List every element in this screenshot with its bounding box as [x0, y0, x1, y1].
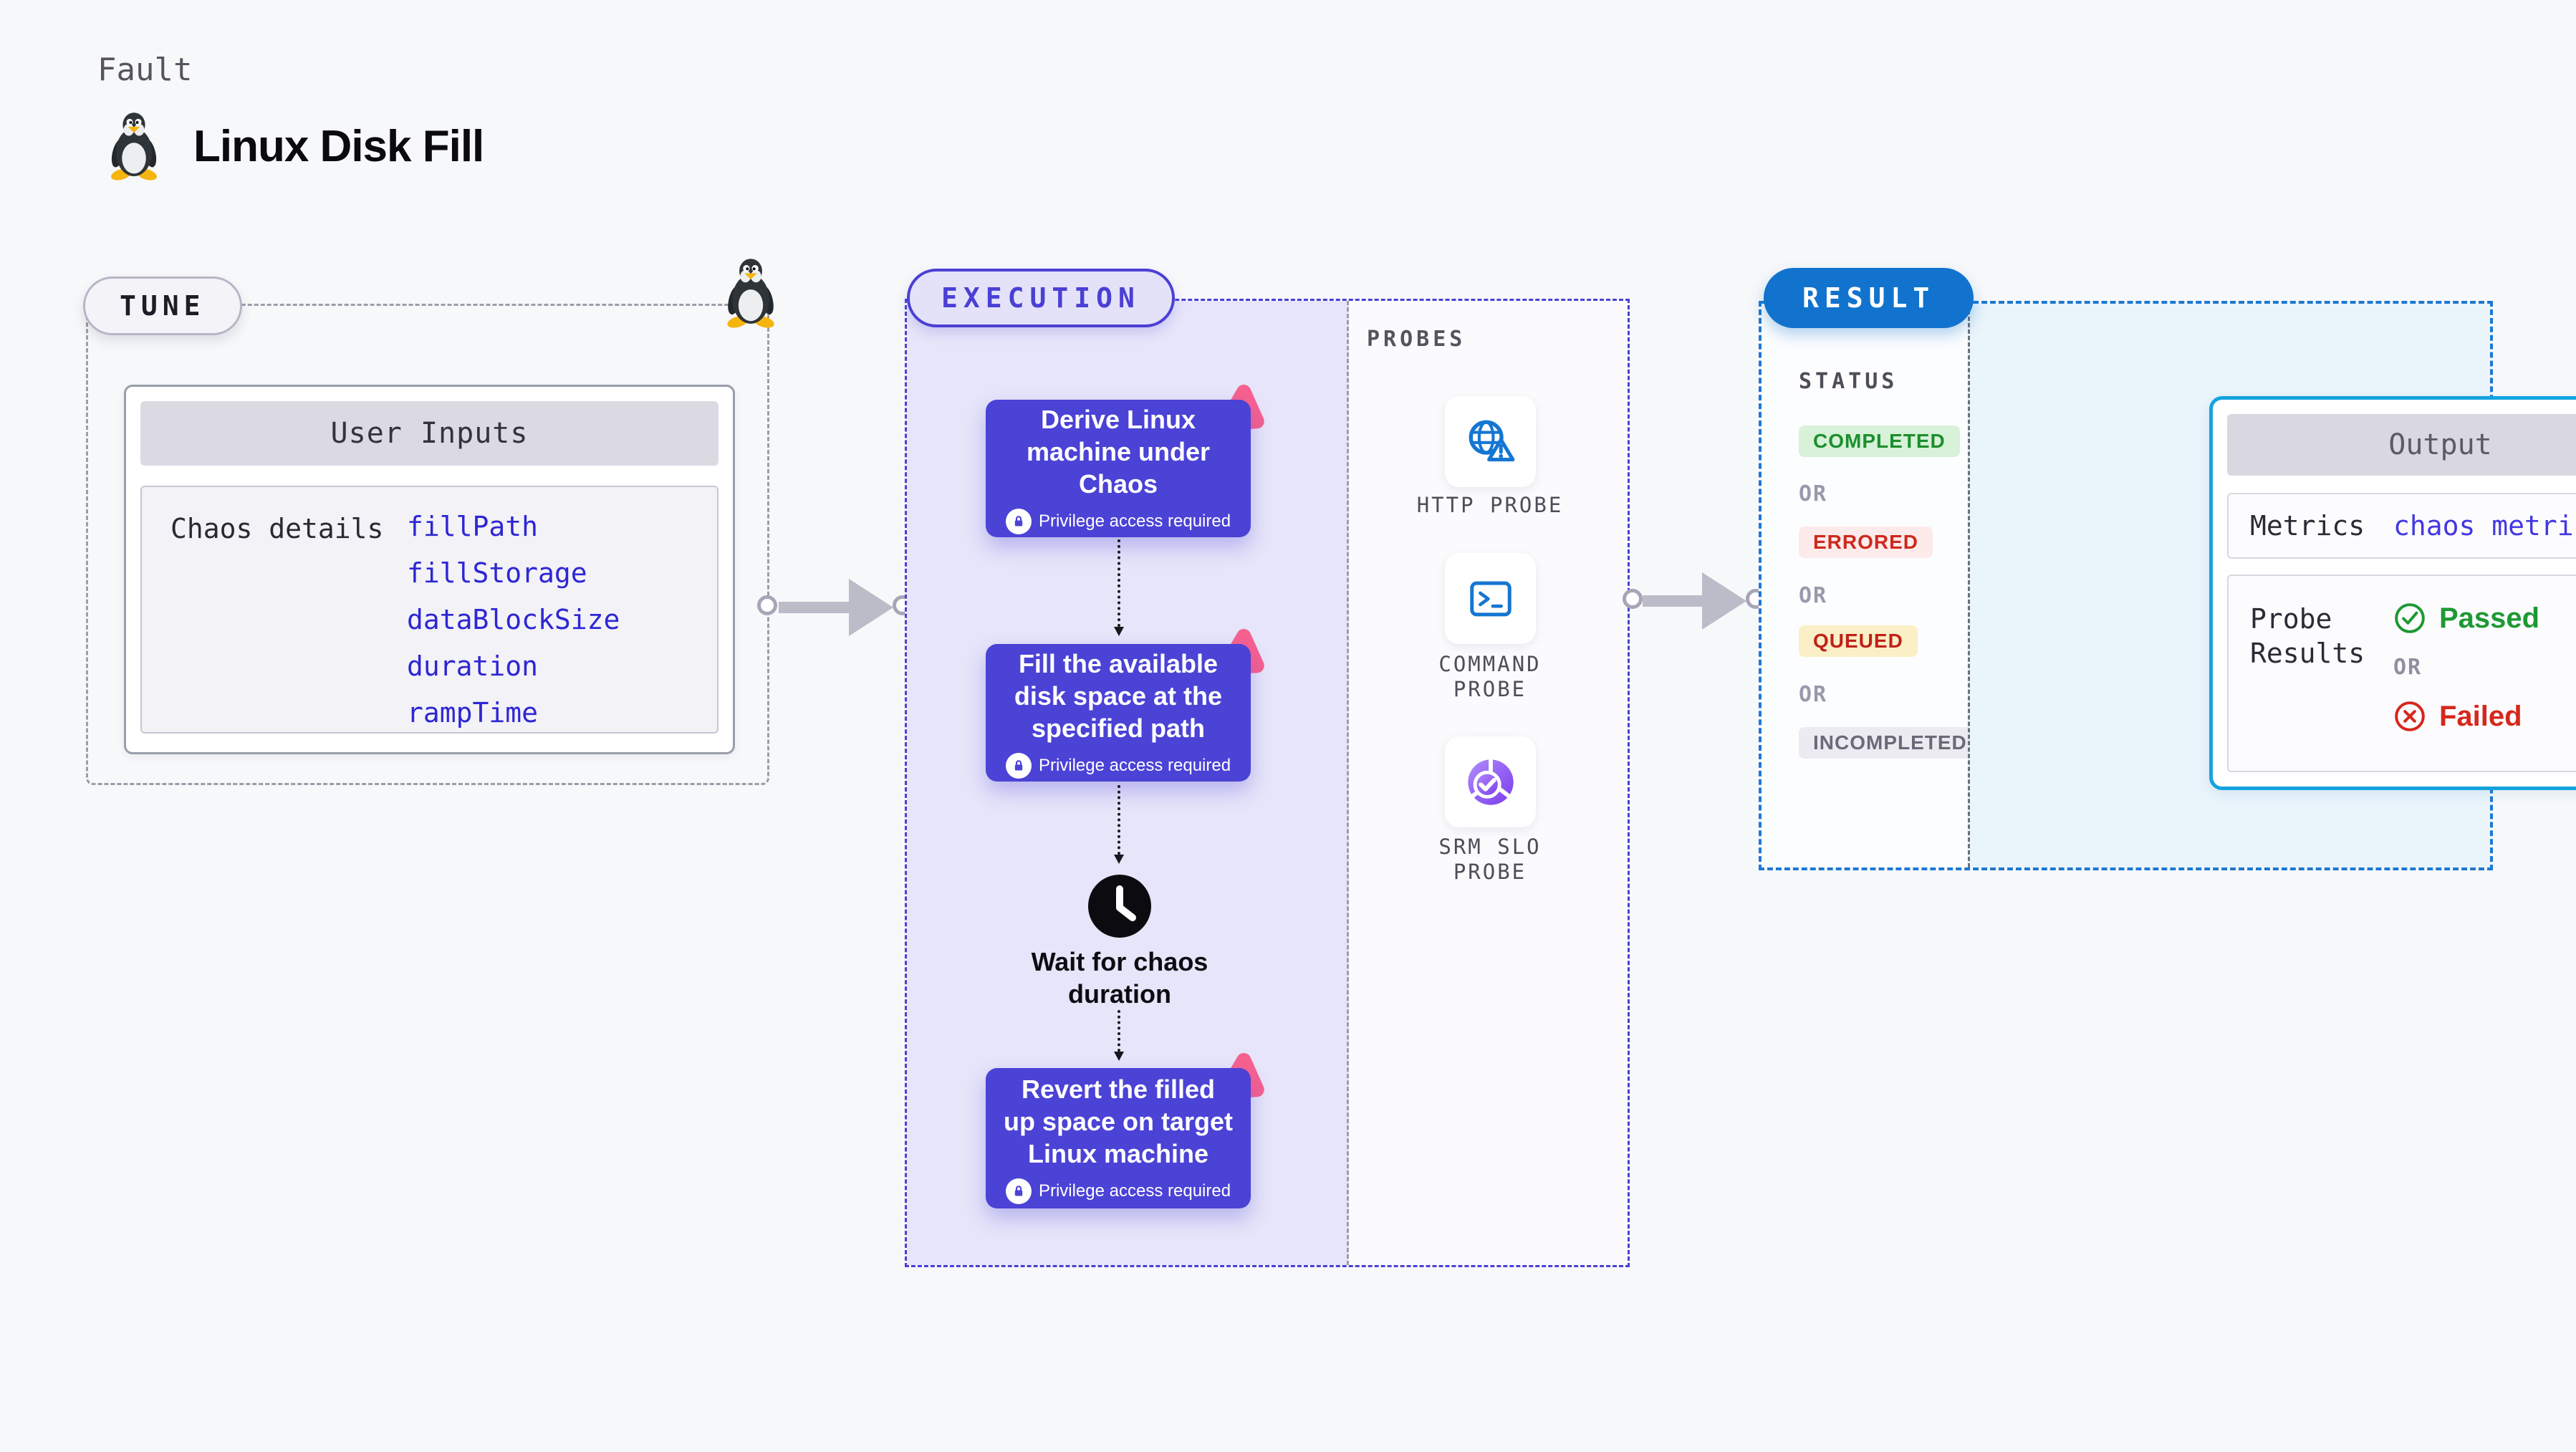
page-title: Linux Disk Fill — [193, 121, 484, 171]
status-heading: STATUS — [1799, 369, 1898, 394]
arrow-start-node — [1623, 589, 1643, 609]
tune-pill-label: TUNE — [83, 277, 242, 335]
clock-icon — [1085, 872, 1154, 941]
http-probe-label: HTTP PROBE — [1416, 493, 1564, 517]
probes-heading: PROBES — [1367, 327, 1466, 352]
step-connector-arrow — [1114, 1010, 1124, 1061]
execution-to-result-arrow — [1623, 567, 1769, 635]
input-datablocksize: dataBlockSize — [407, 604, 620, 635]
step-derive-machine: Derive Linux machine under Chaos Privile… — [986, 400, 1251, 537]
failed-label: Failed — [2439, 700, 2522, 732]
execution-section: Derive Linux machine under Chaos Privile… — [905, 299, 1630, 1267]
srm-slo-probe-label: SRM SLO PROBE — [1438, 835, 1542, 884]
wait-duration-label: Wait for chaos duration — [1031, 947, 1208, 1009]
tux-corner-icon — [722, 258, 779, 328]
result-section: STATUS COMPLETED OR ERRORED OR QUEUED OR… — [1759, 301, 2576, 870]
probe-results-label: Probe Results — [2250, 603, 2365, 669]
or-separator: OR — [1799, 682, 1828, 707]
metrics-label: Metrics — [2250, 510, 2365, 542]
title-row: Linux Disk Fill — [106, 112, 484, 181]
lock-icon — [1005, 752, 1032, 779]
passed-label: Passed — [2439, 602, 2540, 634]
slo-donut-icon — [1463, 754, 1519, 810]
terminal-icon — [1466, 574, 1516, 624]
execution-pill-label: EXECUTION — [907, 269, 1175, 327]
user-inputs-title: User Inputs — [140, 401, 719, 466]
or-separator: OR — [1799, 583, 1828, 608]
arrow-line — [1643, 595, 1719, 607]
status-column: STATUS COMPLETED OR ERRORED OR QUEUED OR… — [1762, 304, 1981, 867]
input-fillpath: fillPath — [407, 511, 539, 542]
lock-icon — [1005, 508, 1032, 534]
x-circle-icon — [2393, 700, 2426, 733]
input-ramptime: rampTime — [407, 697, 539, 729]
status-badge-errored: ERRORED — [1799, 527, 1933, 558]
privilege-badge: Privilege access required — [1005, 1178, 1231, 1204]
probe-results-values: Passed OR Failed — [2393, 602, 2539, 733]
privilege-badge: Privilege access required — [1005, 752, 1231, 779]
tune-section — [86, 304, 769, 785]
metrics-value: chaos metrics — [2393, 510, 2576, 542]
privilege-badge: Privilege access required — [1005, 508, 1231, 534]
arrow-head — [1702, 572, 1746, 630]
failed-line: Failed — [2393, 700, 2539, 733]
execution-steps-column: Derive Linux machine under Chaos Privile… — [907, 301, 1349, 1265]
arrow-start-node — [757, 595, 777, 615]
user-inputs-table: Chaos details fillPath fillStorage dataB… — [140, 486, 719, 734]
step-fill-disk: Fill the available disk space at the spe… — [986, 644, 1251, 782]
step-connector-arrow — [1114, 785, 1124, 864]
tux-linux-icon — [106, 112, 162, 181]
input-duration: duration — [407, 650, 539, 682]
or-separator: OR — [2393, 655, 2423, 680]
srm-slo-probe-card — [1445, 736, 1536, 827]
user-inputs-card: User Inputs Chaos details fillPath fillS… — [124, 385, 735, 754]
arrow-head — [849, 579, 893, 636]
fault-kind-label: Fault — [97, 52, 193, 88]
probes-column: PROBES HTTP PROBE COMMAND PROBE SRM SLO … — [1351, 301, 1628, 1265]
http-probe-card — [1445, 396, 1536, 487]
result-pill-label: RESULT — [1764, 268, 1974, 328]
status-badge-completed: COMPLETED — [1799, 425, 1960, 457]
command-probe-card — [1445, 553, 1536, 644]
chaos-inputs-list: fillPath fillStorage dataBlockSize durat… — [407, 513, 620, 732]
step-text: Revert the filled up space on target Lin… — [1003, 1074, 1234, 1168]
chaos-details-label: Chaos details — [170, 513, 384, 544]
output-card: Output Metrics chaos metrics Probe Resul… — [2209, 396, 2576, 790]
check-circle-icon — [2393, 602, 2426, 635]
tune-to-execution-arrow — [757, 573, 923, 642]
probe-results-row: Probe Results Passed OR Failed — [2227, 574, 2576, 772]
output-column: Output Metrics chaos metrics Probe Resul… — [1968, 304, 2576, 867]
arrow-line — [779, 602, 870, 613]
lock-icon — [1005, 1178, 1032, 1204]
or-separator: OR — [1799, 481, 1828, 506]
globe-alert-icon — [1464, 415, 1518, 469]
step-revert-space: Revert the filled up space on target Lin… — [986, 1068, 1251, 1208]
wait-step — [1085, 872, 1154, 941]
metrics-row: Metrics chaos metrics — [2227, 493, 2576, 559]
passed-line: Passed — [2393, 602, 2539, 635]
status-badge-queued: QUEUED — [1799, 625, 1918, 657]
command-probe-label: COMMAND PROBE — [1438, 652, 1542, 701]
step-text: Derive Linux machine under Chaos — [1026, 404, 1211, 499]
step-connector-arrow — [1114, 539, 1124, 636]
output-title: Output — [2227, 414, 2576, 476]
input-fillstorage: fillStorage — [407, 557, 587, 589]
status-badge-incompleted: INCOMPLETED — [1799, 727, 1981, 759]
step-text: Fill the available disk space at the spe… — [1014, 648, 1223, 743]
